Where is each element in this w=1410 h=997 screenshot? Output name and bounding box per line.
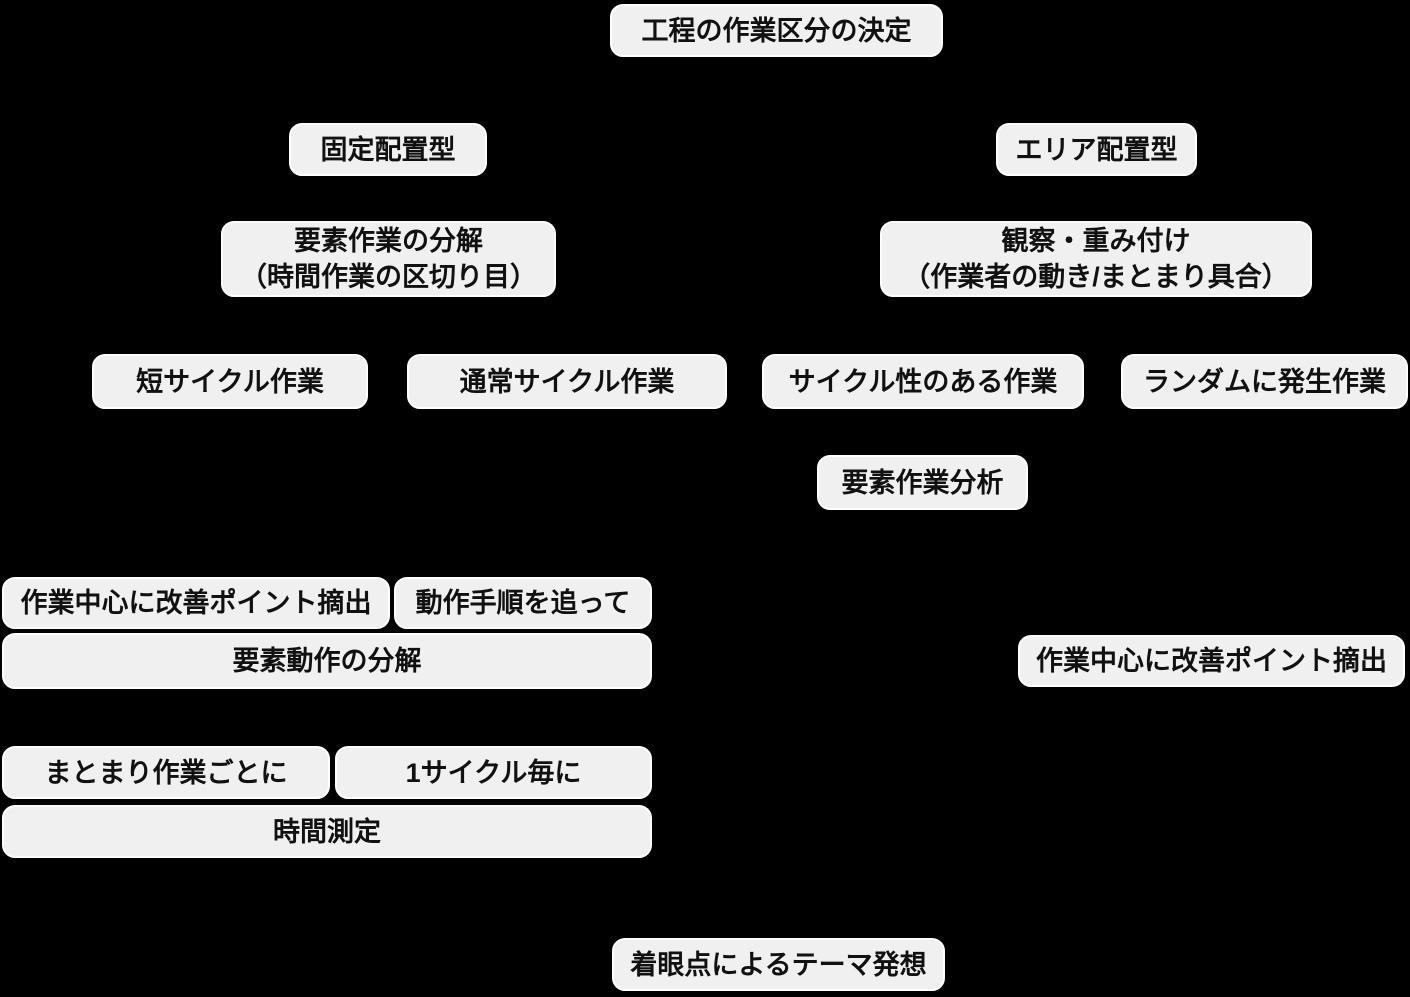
node-normal-cycle-work: 通常サイクル作業: [407, 354, 727, 409]
node-short-cycle-work: 短サイクル作業: [92, 354, 368, 409]
node-label-line1: 要素作業の分解: [294, 226, 483, 256]
node-observation-weighting: 観察・重み付け （作業者の動き/まとまり具合）: [880, 221, 1312, 297]
node-label: 要素作業分析: [841, 467, 1004, 498]
node-label: ランダムに発生作業: [1143, 366, 1386, 397]
node-label: 作業中心に改善ポイント摘出: [20, 588, 372, 618]
node-element-work-breakdown: 要素作業の分解 （時間作業の区切り目）: [221, 221, 556, 297]
node-theme-ideation: 着眼点によるテーマ発想: [612, 938, 945, 991]
node-label: 通常サイクル作業: [459, 366, 675, 397]
node-label: サイクル性のある作業: [788, 366, 1058, 397]
node-label: 1サイクル毎に: [405, 757, 582, 788]
node-label-line2: （時間作業の区切り目）: [240, 262, 537, 292]
node-label: 動作手順を追って: [415, 588, 631, 618]
node-label: 作業中心に改善ポイント摘出: [1036, 646, 1387, 676]
node-label: 時間測定: [273, 816, 381, 847]
node-improvement-points-right: 作業中心に改善ポイント摘出: [1018, 635, 1405, 687]
node-area-layout-type: エリア配置型: [996, 123, 1197, 176]
node-motion-sequence: 動作手順を追って: [394, 577, 652, 629]
node-time-measurement: 時間測定: [2, 805, 652, 858]
node-element-motion-breakdown: 要素動作の分解: [2, 633, 652, 689]
node-label-line2: （作業者の動き/まとまり具合）: [903, 262, 1289, 292]
node-label: 固定配置型: [320, 134, 456, 165]
node-label: 要素動作の分解: [232, 646, 422, 676]
node-improvement-points-left: 作業中心に改善ポイント摘出: [2, 577, 390, 629]
node-per-cycle: 1サイクル毎に: [335, 746, 652, 799]
node-per-grouped-work: まとまり作業ごとに: [2, 746, 330, 799]
node-element-work-analysis: 要素作業分析: [817, 455, 1028, 510]
node-label: まとまり作業ごとに: [44, 757, 288, 788]
node-label: 工程の作業区分の決定: [641, 15, 912, 46]
node-label: 短サイクル作業: [136, 366, 324, 397]
node-label: 着眼点によるテーマ発想: [630, 949, 927, 980]
node-label-line1: 観察・重み付け: [1001, 226, 1191, 256]
node-fixed-layout-type: 固定配置型: [289, 123, 487, 176]
node-cyclic-work: サイクル性のある作業: [762, 354, 1084, 409]
node-process-work-division: 工程の作業区分の決定: [610, 4, 943, 57]
node-label: エリア配置型: [1015, 134, 1178, 165]
node-random-work: ランダムに発生作業: [1121, 354, 1408, 409]
